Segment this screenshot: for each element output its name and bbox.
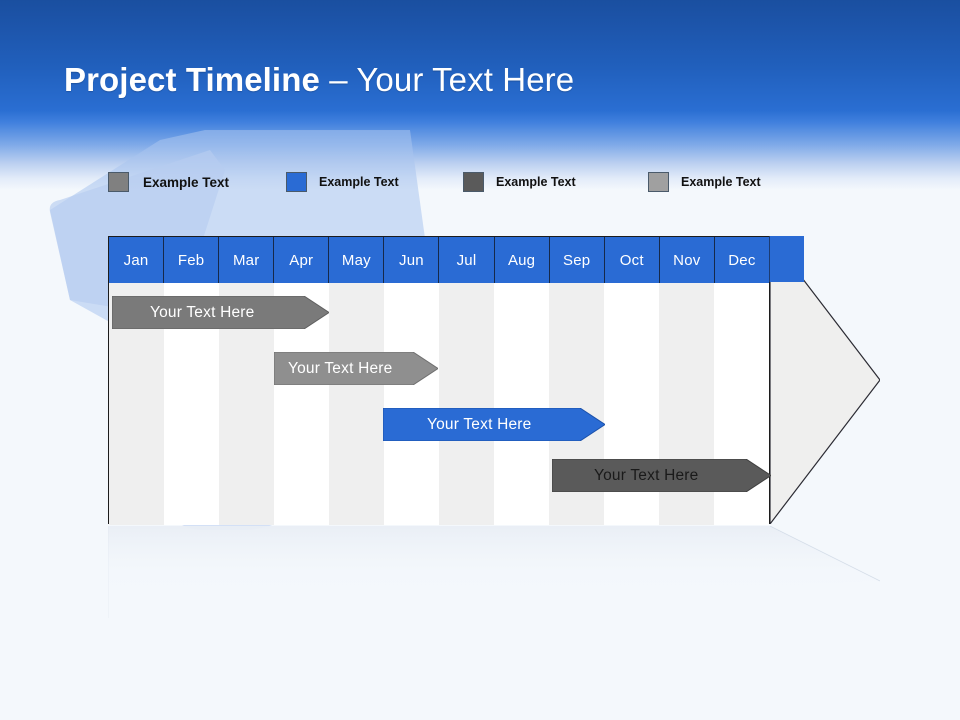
chart-reflection xyxy=(108,526,880,622)
page-title-separator: – xyxy=(319,61,357,98)
bar-shape-3 xyxy=(383,408,605,441)
month-cell-dec[interactable]: Dec xyxy=(714,237,769,283)
month-cell-nov[interactable]: Nov xyxy=(659,237,715,283)
legend-label-4: Example Text xyxy=(681,175,761,189)
month-cell-aug[interactable]: Aug xyxy=(494,237,550,283)
bar-shape-4 xyxy=(552,459,771,492)
month-cell-oct[interactable]: Oct xyxy=(604,237,660,283)
timeline-bar-label-2: Your Text Here xyxy=(288,359,393,377)
legend-label-2: Example Text xyxy=(319,175,399,189)
timeline-chart: Jan Feb Mar Apr May Jun Jul Aug Sep Oct … xyxy=(108,236,880,526)
legend-item-3[interactable]: Example Text xyxy=(463,168,576,196)
legend-item-2[interactable]: Example Text xyxy=(286,168,399,196)
page-title-light: Your Text Here xyxy=(356,61,575,98)
month-header-arrow-cap xyxy=(769,236,804,282)
timeline-bars: Your Text Here Your Text Here Your Text … xyxy=(108,236,880,524)
legend-swatch-icon-1 xyxy=(108,172,129,192)
timeline-arrow-tip xyxy=(770,236,880,524)
page-title: Project Timeline – Your Text Here xyxy=(64,58,574,102)
legend: Example Text Example Text Example Text E… xyxy=(108,168,828,196)
legend-swatch-icon-4 xyxy=(648,172,669,192)
bar-shape-2 xyxy=(274,352,438,385)
timeline-bar-4[interactable]: Your Text Here xyxy=(552,459,771,492)
timeline-column-aug xyxy=(494,282,549,525)
timeline-bar-3[interactable]: Your Text Here xyxy=(383,408,605,441)
month-cell-jul[interactable]: Jul xyxy=(439,237,495,283)
legend-swatch-icon-2 xyxy=(286,172,307,192)
timeline-bar-label-1: Your Text Here xyxy=(150,303,255,321)
legend-item-4[interactable]: Example Text xyxy=(648,168,761,196)
timeline-bar-1[interactable]: Your Text Here xyxy=(112,296,329,329)
timeline-bar-label-4: Your Text Here xyxy=(594,466,699,484)
legend-item-1[interactable]: Example Text xyxy=(108,168,229,196)
timeline-bar-2[interactable]: Your Text Here xyxy=(274,352,438,385)
month-cell-sep[interactable]: Sep xyxy=(549,237,605,283)
page-title-bold: Project Timeline xyxy=(64,61,320,98)
legend-swatch-icon-3 xyxy=(463,172,484,192)
timeline-bar-label-3: Your Text Here xyxy=(427,415,532,433)
legend-label-1: Example Text xyxy=(143,174,230,190)
legend-label-3: Example Text xyxy=(496,175,576,189)
timeline-column-jul xyxy=(439,282,494,525)
